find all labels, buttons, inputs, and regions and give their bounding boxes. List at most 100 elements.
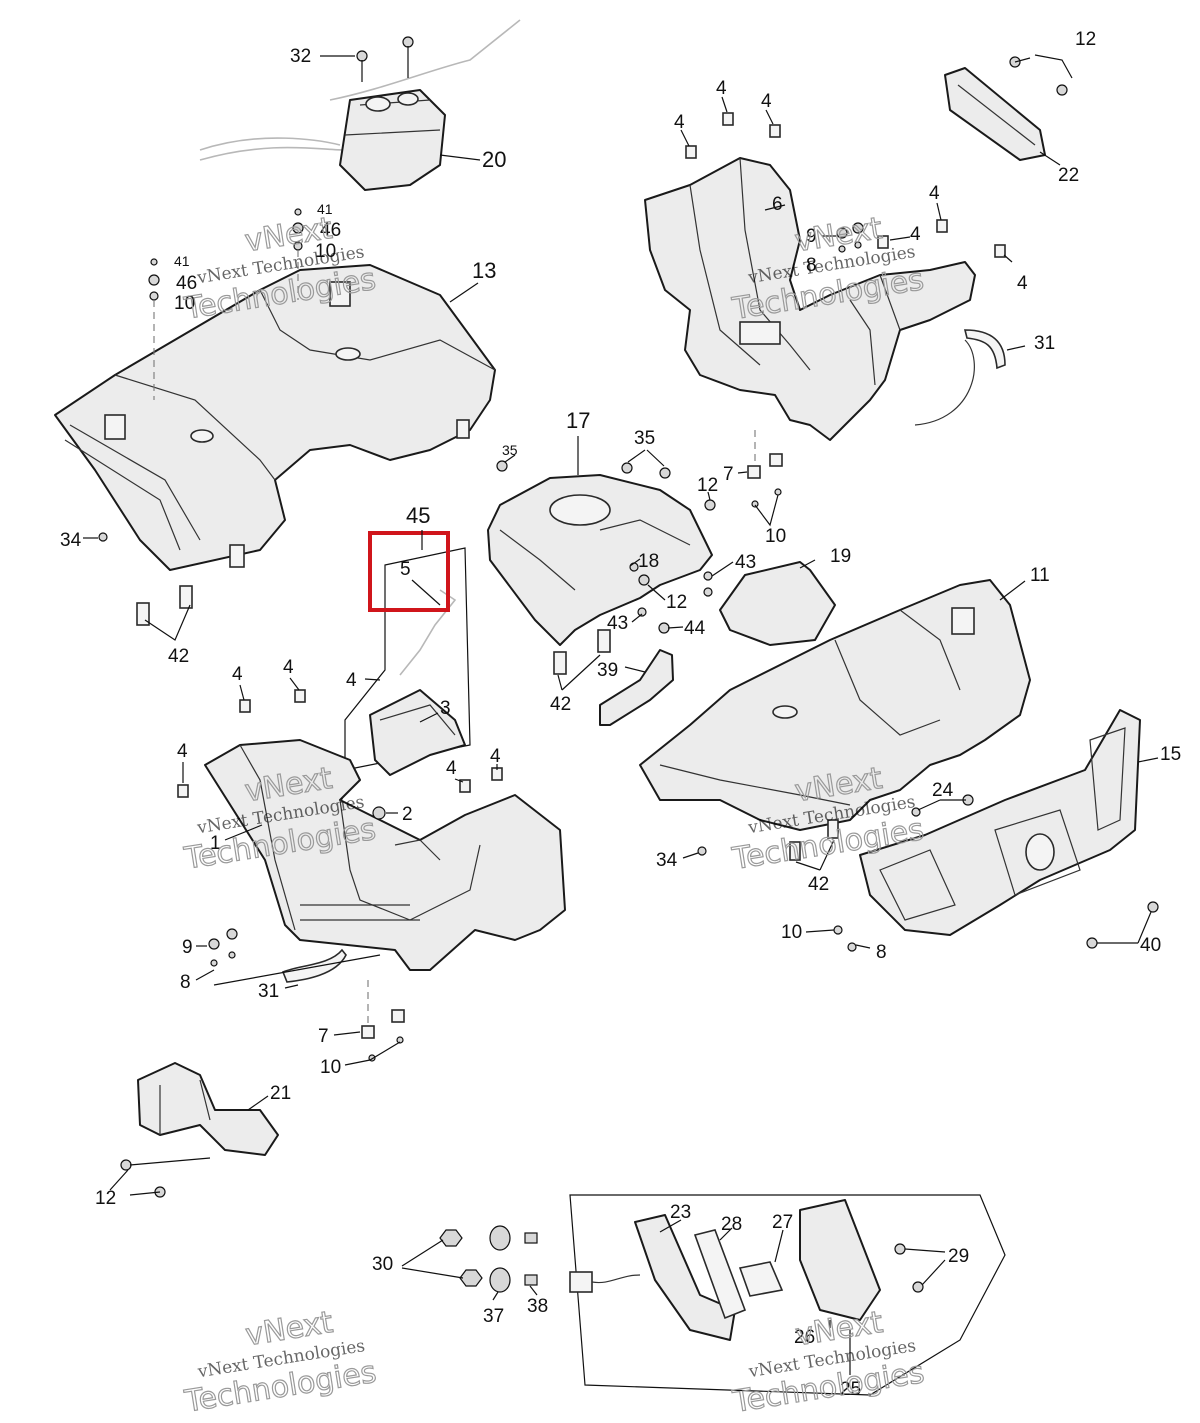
callout-15: 15 — [1160, 744, 1181, 765]
callout-45: 45 — [406, 503, 430, 528]
callout-24: 24 — [932, 780, 954, 801]
part-19-lens — [719, 561, 836, 646]
callout-42-right: 42 — [808, 874, 829, 895]
callout-18: 18 — [638, 551, 659, 572]
tail-light-assembly — [439, 1194, 1006, 1396]
clips-42-center — [553, 629, 611, 675]
callout-2: 2 — [402, 804, 413, 825]
part-13-rear-fender — [54, 264, 496, 571]
leader-lines — [83, 54, 1159, 1375]
callout-1: 1 — [210, 833, 221, 854]
callout-4-left-c: 4 — [283, 657, 294, 678]
part-31-hose-left — [281, 948, 347, 983]
callout-7-left: 7 — [318, 1026, 329, 1047]
callout-12-left: 12 — [95, 1188, 116, 1209]
callout-22: 22 — [1058, 165, 1079, 186]
callout-40: 40 — [1140, 935, 1161, 956]
callout-39: 39 — [597, 660, 618, 681]
part-22-bracket — [944, 56, 1068, 161]
callout-11: 11 — [1030, 565, 1050, 586]
callout-4-top-b: 4 — [761, 91, 772, 112]
callout-10-top: 10 — [315, 241, 336, 262]
callout-26: 26 — [794, 1327, 815, 1348]
fastener-34-left — [98, 532, 108, 542]
part-20-handlebar-pod — [199, 19, 521, 191]
callout-5: 5 — [400, 559, 411, 580]
callout-4-left-e: 4 — [490, 746, 501, 767]
callout-4-left-d: 4 — [446, 758, 457, 779]
part-31-hose-right — [963, 329, 1006, 370]
callout-12-top-right: 12 — [1075, 29, 1096, 50]
callout-41-left: 41 — [174, 253, 190, 269]
callout-10-bumper: 10 — [781, 922, 802, 943]
part-45-kit — [344, 547, 471, 776]
part-11-front-fender — [639, 579, 1031, 831]
callout-42-center: 42 — [550, 694, 571, 715]
highlight-box-45 — [368, 531, 450, 612]
callout-labels: 32 20 41 46 10 41 46 10 13 34 42 45 5 4 … — [60, 29, 1181, 1400]
callout-12-lower: 12 — [666, 592, 687, 613]
callout-10-left: 10 — [174, 293, 195, 314]
callout-32: 32 — [290, 46, 311, 67]
callout-43-upper: 43 — [735, 552, 756, 573]
callout-34-left: 34 — [60, 530, 82, 551]
watermark-bottom-right: vNext vNext Technologies Technologies — [729, 1304, 927, 1420]
callout-43-lower: 43 — [607, 613, 628, 634]
callout-6: 6 — [772, 194, 783, 215]
callout-10-right: 10 — [765, 526, 786, 547]
callout-7-right: 7 — [723, 464, 734, 485]
callout-10-left-bottom: 10 — [320, 1057, 341, 1078]
callout-38: 38 — [527, 1296, 548, 1317]
part-39-bracket — [599, 649, 674, 726]
callout-9-right: 9 — [806, 226, 817, 247]
callout-8-left: 8 — [180, 972, 191, 993]
callout-3: 3 — [440, 698, 451, 719]
callout-29: 29 — [948, 1246, 969, 1267]
callout-37: 37 — [483, 1306, 504, 1327]
fasteners-right-footwell — [685, 112, 1006, 508]
fasteners-41-46-10 — [148, 208, 304, 400]
callout-4-kit: 4 — [346, 670, 357, 691]
callout-46-top: 46 — [320, 220, 341, 241]
callout-8-right: 8 — [806, 255, 817, 276]
callout-20: 20 — [482, 147, 506, 172]
callout-42-left: 42 — [168, 646, 189, 667]
part-21-bracket — [137, 1062, 279, 1156]
callout-31-left: 31 — [258, 981, 279, 1002]
callout-4-right-a: 4 — [910, 224, 921, 245]
callout-4-left-b: 4 — [232, 664, 243, 685]
watermark-bottom-left: vNext vNext Technologies Technologies — [181, 1304, 379, 1420]
callout-44: 44 — [684, 618, 706, 639]
fasteners-front-fender — [697, 819, 839, 861]
callout-8-bumper: 8 — [876, 942, 887, 963]
callout-35-right: 35 — [634, 428, 655, 449]
callout-4-right-b: 4 — [929, 183, 940, 204]
callout-9-left: 9 — [182, 937, 193, 958]
callout-4-left-a: 4 — [177, 741, 188, 762]
part-15-front-bumper — [833, 709, 1159, 952]
callout-17: 17 — [566, 408, 590, 433]
callout-27: 27 — [772, 1212, 793, 1233]
callout-41-top: 41 — [317, 201, 333, 217]
callout-25: 25 — [840, 1379, 861, 1400]
fasteners-32 — [356, 36, 414, 82]
callout-13: 13 — [472, 258, 496, 283]
callout-28: 28 — [721, 1214, 742, 1235]
callout-4-top-c: 4 — [674, 112, 685, 133]
callout-30: 30 — [372, 1254, 393, 1275]
watermark-mid-right: vNext vNext Technologies Technologies — [729, 760, 927, 877]
callout-21: 21 — [270, 1083, 291, 1104]
callout-4-top-a: 4 — [716, 78, 727, 99]
callout-23: 23 — [670, 1202, 691, 1223]
callout-4-right-c: 4 — [1017, 273, 1028, 294]
fasteners-left-footwell — [177, 689, 503, 1062]
callout-35-left: 35 — [502, 442, 518, 458]
callout-34-right: 34 — [656, 850, 678, 871]
part-1-left-footwell — [204, 739, 566, 971]
clips-42-left — [136, 585, 193, 626]
callout-31-right: 31 — [1034, 333, 1055, 354]
part-17-center-shroud — [487, 460, 716, 646]
callout-19: 19 — [830, 546, 851, 567]
callout-12-center: 12 — [697, 475, 718, 496]
